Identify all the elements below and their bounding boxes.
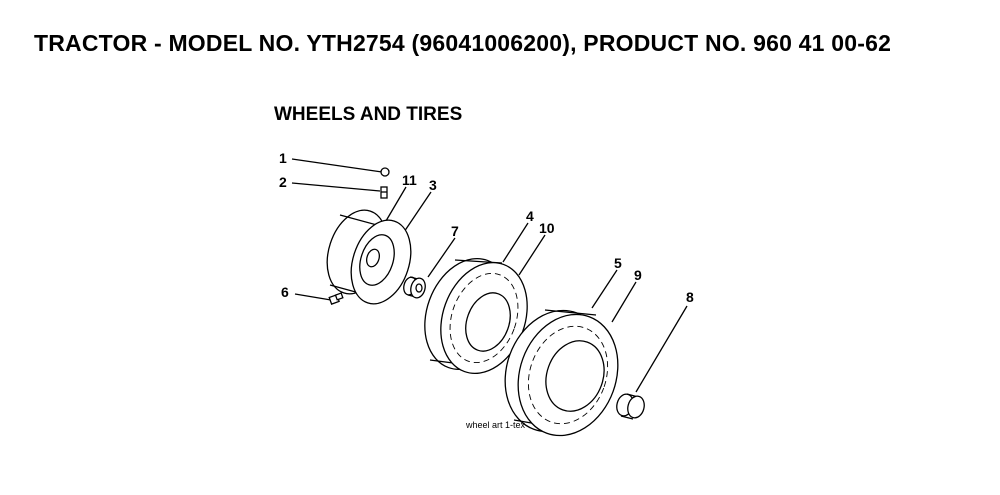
rim-part [326,209,412,305]
callout-label: 3 [429,177,437,193]
callout-label: 7 [451,223,459,239]
rear-tire-part [504,309,619,437]
valve-stem-part [380,186,388,199]
figure-caption: wheel art 1-tex [465,420,526,430]
hub-cap-part [616,393,645,420]
callout-label: 4 [526,208,534,224]
section-title: WHEELS AND TIRES [274,104,463,125]
callout-label: 11 [402,172,417,188]
callout-label: 9 [634,267,642,283]
nut-part [380,167,390,177]
page-title: TRACTOR - MODEL NO. YTH2754 (96041006200… [34,30,892,56]
callout-label: 1 [279,150,287,166]
callout-label: 10 [539,220,555,236]
front-tire-part [424,257,528,375]
fitting-part [328,292,344,305]
callout-label: 6 [281,284,289,300]
callout-label: 5 [614,255,622,271]
leader-lines [291,158,688,393]
bushing-part [403,276,426,299]
callout-label: 2 [279,174,287,190]
callout-label: 8 [686,289,694,305]
